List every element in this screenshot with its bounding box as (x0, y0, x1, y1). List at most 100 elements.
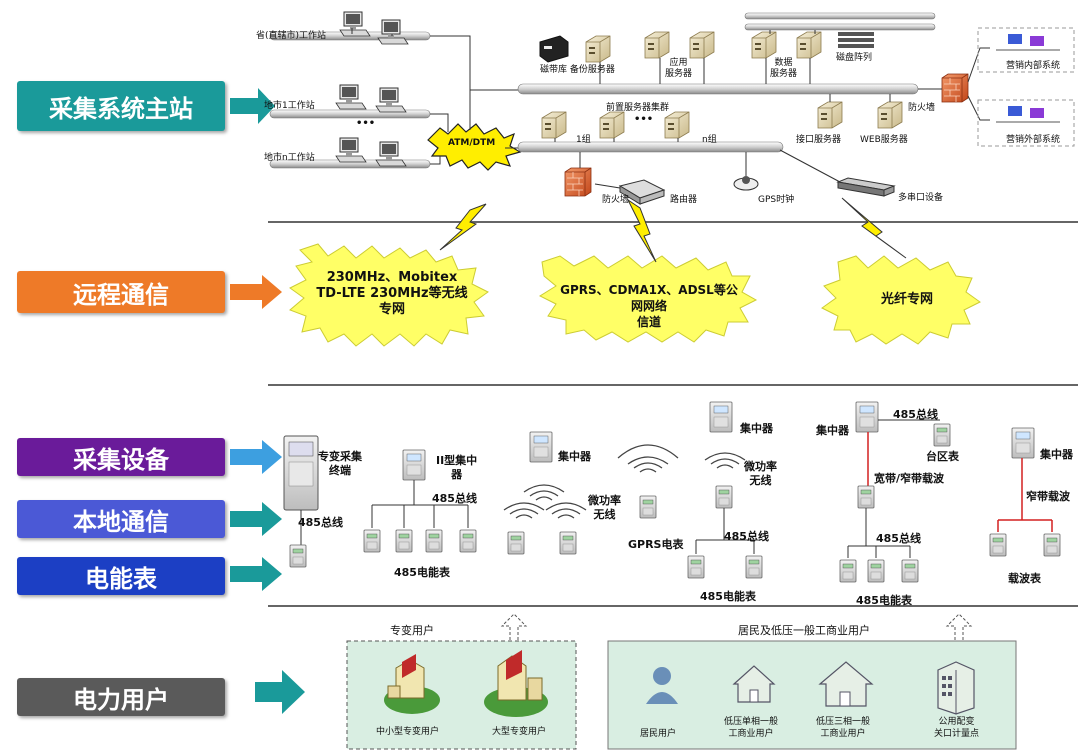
front-server-icon (664, 111, 690, 139)
firewall-top-label: 防火墙 (908, 103, 936, 113)
meter-icon (857, 485, 875, 509)
wireless-wave-icon (704, 452, 746, 469)
type2-conc-label: II型集中 器 (436, 454, 478, 481)
ws-province-label: 省(直辖市)工作站 (256, 31, 327, 41)
meter-icon (687, 555, 705, 579)
firewall-icon (564, 167, 592, 197)
firewall-bottom-label: 防火墙 (602, 195, 630, 205)
atm-label: ATM/DTM (448, 138, 496, 148)
atm-switch-burst (427, 123, 522, 171)
conc-b-label: 集中器 (740, 422, 773, 435)
groupn-label: n组 (702, 135, 717, 145)
concentrator-icon (855, 401, 879, 433)
workstation-icon (375, 87, 407, 113)
internal-system-box (977, 27, 1075, 73)
front-dots-label: ••• (634, 114, 654, 125)
conc-a-label: 集中器 (558, 450, 591, 463)
external-system-label: 营销外部系统 (1006, 135, 1061, 145)
cloud-wireless (289, 243, 489, 347)
meter-icon (989, 533, 1007, 557)
lv-single-user-label: 低压单相一般 工商业用户 (724, 717, 779, 739)
interface-server-label: 接口服务器 (796, 135, 842, 145)
app-server-icon (644, 31, 670, 59)
large-user-label: 大型专变用户 (492, 727, 547, 737)
app-server-icon (689, 31, 715, 59)
meter-icon (425, 529, 443, 553)
special-terminal-icon (283, 435, 319, 511)
tape-backup-label: 磁带库 备份服务器 (540, 65, 615, 75)
front-server-icon (599, 111, 625, 139)
meter-icon (933, 423, 951, 447)
gprs-meter-label: GPRS电表 (628, 538, 684, 551)
arrow-local (230, 502, 282, 536)
micro-a-label: 微功率 无线 (588, 494, 621, 521)
bus485-d-label: 485总线 (893, 408, 938, 421)
lightning-icon (439, 203, 487, 251)
tape-library-icon (539, 35, 569, 63)
ws-dots-label: ••• (356, 118, 376, 129)
group1-label: 1组 (576, 135, 591, 145)
large-building-icon (484, 650, 548, 717)
server-bus-lower (517, 141, 784, 153)
meter-icon (395, 529, 413, 553)
db-server-icon (751, 31, 777, 59)
resident-user-label: 居民用户 (640, 729, 677, 739)
arrow-meter (230, 557, 282, 591)
concentrator-icon (1011, 427, 1035, 459)
front-server-icon (541, 111, 567, 139)
cloud-public (538, 255, 758, 343)
meter-icon (507, 531, 525, 555)
small-medium-user-label: 中小型专变用户 (376, 727, 440, 737)
label-master-station: 采集系统主站 (17, 81, 225, 131)
house-single-phase-icon (732, 665, 776, 703)
meter-icon (559, 531, 577, 555)
wireless-wave-icon (523, 484, 565, 501)
special-terminal-label: 专变采集 终端 (318, 450, 362, 477)
db-server-label: 数据 服务器 (770, 58, 798, 79)
public-transformer-icon (937, 661, 975, 715)
meter-icon (715, 485, 733, 509)
cloud-fiber-text: 光纤专网 (880, 292, 933, 307)
wireless-wave-icon (545, 502, 587, 519)
meter485-a-label: 485电能表 (394, 566, 450, 579)
meter485-c-label: 485电能表 (856, 594, 912, 607)
small-medium-building-icon (384, 654, 440, 714)
gps-clock-label: GPS时钟 (758, 195, 795, 205)
lightning-icon (626, 198, 657, 263)
front-cluster-label: 前置服务器集群 (606, 103, 670, 113)
gps-clock-icon (733, 176, 759, 191)
concentrator-icon (529, 431, 553, 463)
workstation-icon (335, 84, 367, 110)
web-server-icon (877, 101, 903, 129)
wireless-wave-icon (503, 502, 545, 519)
ws-cityn-label: 地市n工作站 (264, 153, 315, 163)
special-user-title: 专变用户 (390, 624, 434, 637)
workstation-icon (375, 141, 407, 167)
house-three-phase-icon (818, 661, 874, 707)
arrow-remote (230, 275, 282, 309)
label-meter: 电能表 (17, 557, 225, 595)
nb-carrier-label: 窄带载波 (1026, 490, 1070, 503)
cloud-wireless-text: 230MHz、Mobitex TD-LTE 230MHz等无线 专网 (316, 270, 468, 317)
cloud-public-text: GPRS、CDMA1X、ADSL等公网网络 信道 (560, 283, 738, 329)
lightning-icon (841, 197, 907, 259)
db-server-icon (796, 31, 822, 59)
concentrator-icon (709, 401, 733, 433)
workstation-icon (339, 11, 371, 37)
lv-three-user-label: 低压三相一般 工商业用户 (816, 717, 871, 739)
wireless-wave-icon (627, 456, 669, 473)
meter485-b-label: 485电能表 (700, 590, 756, 603)
district-meter-label: 台区表 (926, 450, 959, 463)
label-local-comm: 本地通信 (17, 500, 225, 538)
router-label: 路由器 (670, 195, 698, 205)
multi-serial-device-icon (836, 177, 896, 197)
bus485-a-label: 485总线 (298, 516, 343, 529)
resident-person-icon (646, 667, 678, 704)
bus485-b-label: 485总线 (432, 492, 477, 505)
label-power-user: 电力用户 (17, 678, 225, 716)
arrow-user (255, 670, 305, 714)
network-bus-city1 (269, 109, 431, 119)
ws-city1-label: 地市1工作站 (264, 101, 315, 111)
meter-icon (901, 559, 919, 583)
